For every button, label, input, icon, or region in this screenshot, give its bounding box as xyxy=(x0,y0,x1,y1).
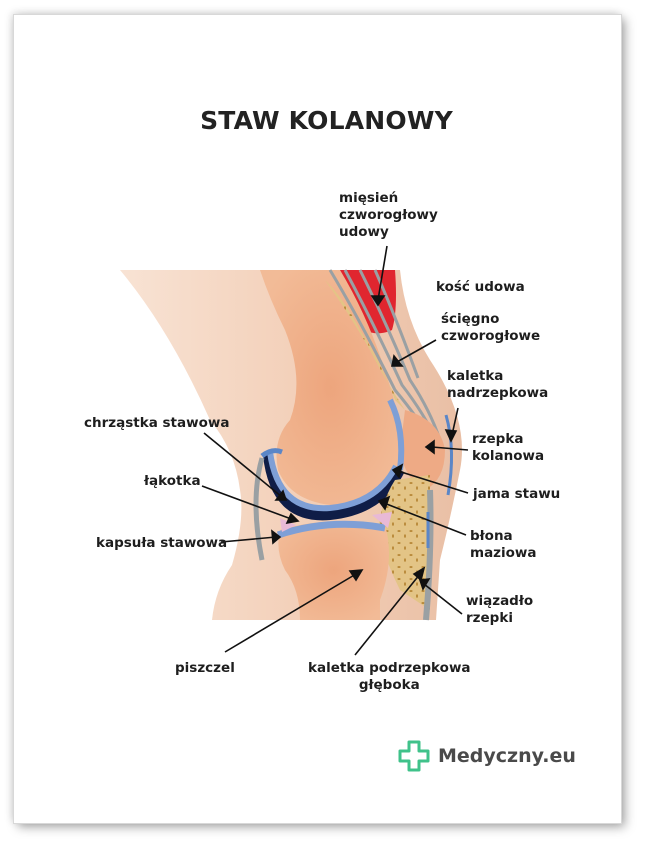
brand-name: Medyczny.eu xyxy=(438,745,576,767)
meniscus xyxy=(280,518,296,532)
suprapatellar-bursa xyxy=(444,414,454,496)
label-articular-cartilage: chrząstka stawowa xyxy=(84,415,230,431)
patellar-ligament xyxy=(423,489,434,621)
label-tibia: piszczel xyxy=(175,660,235,676)
articular-cartilage xyxy=(267,451,399,512)
label-meniscus: łąkotka xyxy=(144,473,201,489)
page-title: STAW KOLANOWY xyxy=(200,106,453,135)
femur xyxy=(260,270,402,505)
joint-capsule xyxy=(253,457,265,561)
medical-cross-icon xyxy=(398,740,430,772)
label-joint-cavity: jama stawu xyxy=(473,486,561,502)
tibial-cartilage xyxy=(276,520,386,539)
label-pointers xyxy=(201,245,469,656)
brand-logo[interactable]: Medyczny.eu xyxy=(396,738,576,774)
label-femur: kość udowa xyxy=(436,279,525,295)
patella xyxy=(400,410,445,490)
label-joint-capsule: kapsuła stawowa xyxy=(96,535,228,551)
joint-cavity xyxy=(263,454,405,521)
tibia xyxy=(278,521,389,620)
suprapatellar-fat xyxy=(325,280,405,410)
